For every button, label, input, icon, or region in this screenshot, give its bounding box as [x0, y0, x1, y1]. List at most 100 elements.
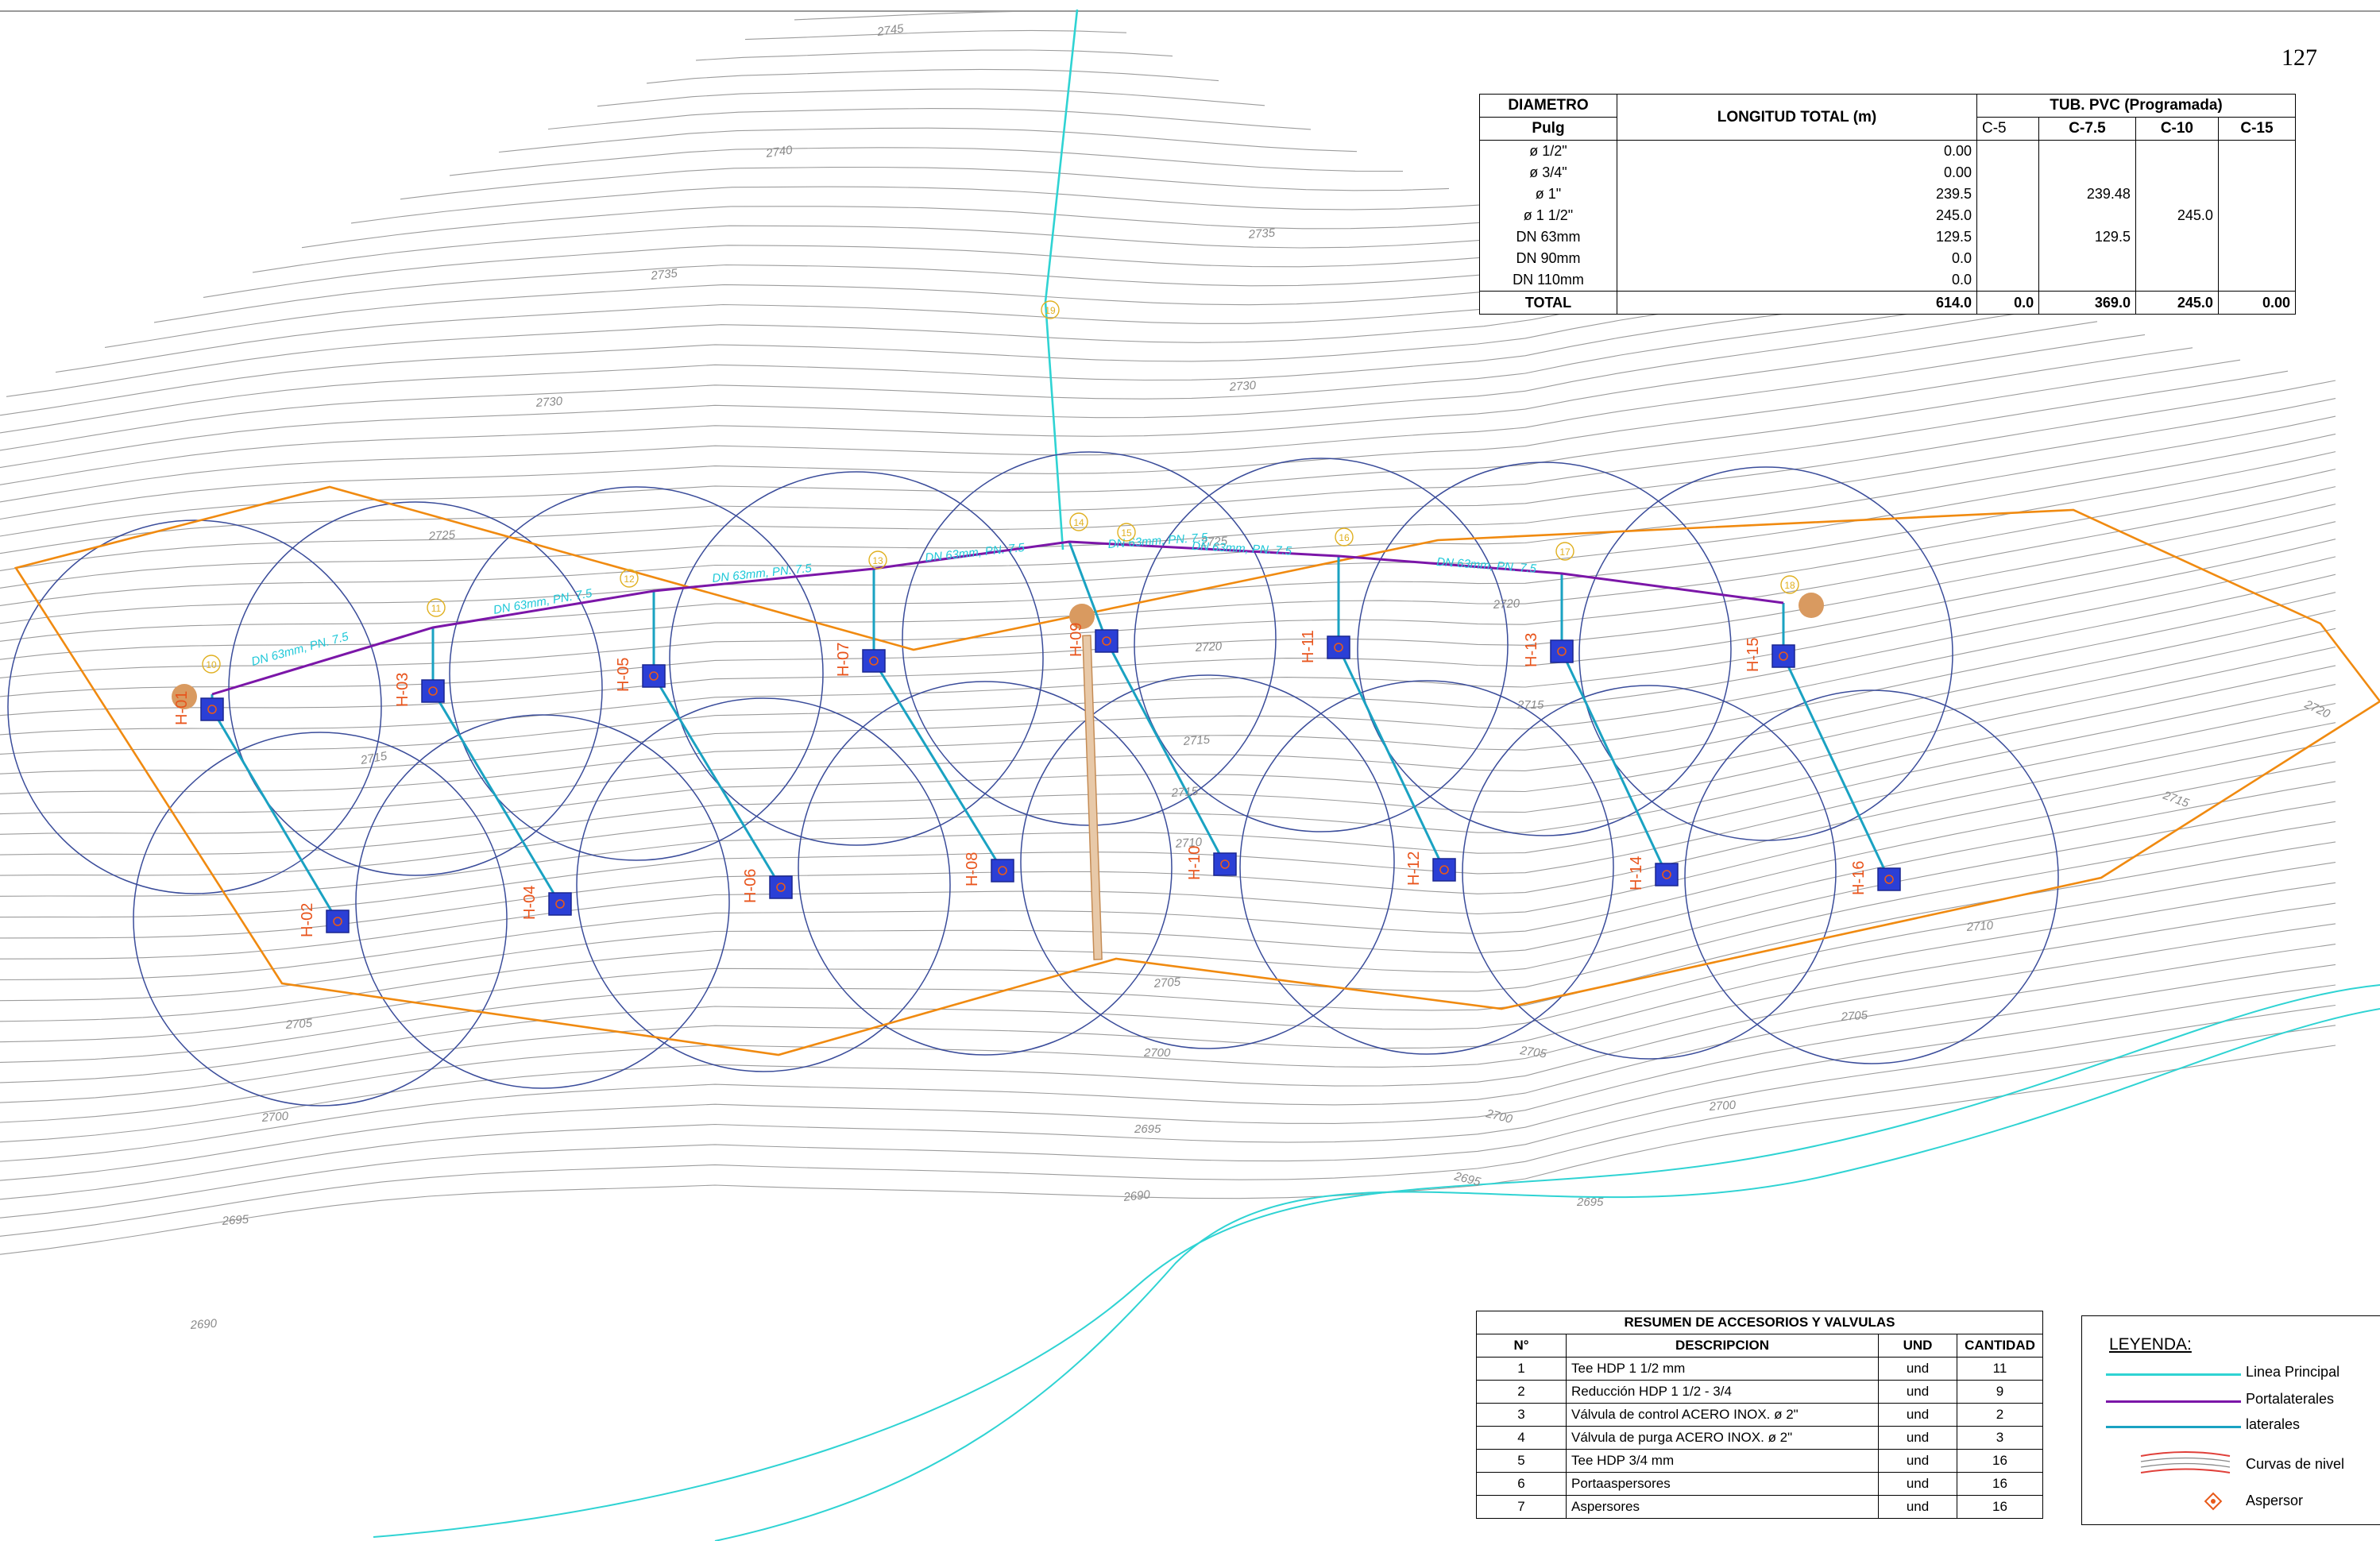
pipe-cell-len: 129.5 — [1617, 226, 1977, 248]
coverage-circle — [7, 519, 382, 894]
legend-swatch-main-line — [2106, 1373, 2241, 1376]
valve-node — [1069, 604, 1095, 629]
contour-line — [794, 10, 1081, 21]
hydrant-label: H-13 — [1523, 633, 1540, 667]
pipe-row: ø 3/4"0.00 — [1479, 162, 2297, 183]
pipe-cell-diam: ø 1" — [1479, 183, 1617, 205]
pipe-cell-c5 — [1976, 269, 2040, 292]
total-c10: 245.0 — [2135, 291, 2219, 315]
contour-line — [0, 1004, 2336, 1219]
hydrant-label: H-08 — [964, 852, 981, 886]
header-longitud: LONGITUD TOTAL (m) — [1617, 94, 1977, 141]
contour-label: 2700 — [1143, 1046, 1171, 1060]
hydrant-label: H-11 — [1300, 630, 1317, 663]
legend-item-aspersor: Aspersor — [2106, 1488, 2376, 1515]
contour-line — [0, 574, 2336, 774]
pipe-cell-c5 — [1976, 226, 2040, 248]
pipe-label: DN 63mm, PN. 7.5 — [250, 630, 351, 669]
contour-line — [0, 592, 2336, 794]
pipe-label: DN 63mm, PN. 7.5 — [1192, 539, 1292, 558]
pipe-cell-len: 0.00 — [1617, 140, 1977, 162]
coverage-circle — [669, 471, 1044, 846]
sprinkler-coverage-circles — [7, 451, 2059, 1107]
contour-label: 2695 — [221, 1213, 249, 1228]
valve-node — [172, 684, 197, 709]
node-number: 14 — [1073, 517, 1084, 528]
pipe-cell-c75 — [2038, 162, 2136, 183]
hydrant-label: H-07 — [835, 643, 852, 677]
coverage-circle — [1134, 458, 1509, 832]
accessory-cell-und: und — [1878, 1495, 1957, 1519]
hydrant-label: H-01 — [173, 691, 191, 725]
pipe-cell-c75: 129.5 — [2038, 226, 2136, 248]
accessory-cell-qty: 2 — [1957, 1403, 2043, 1427]
header-c15: C-15 — [2217, 117, 2297, 141]
contour-label: 2720 — [1492, 597, 1520, 612]
contour-line — [0, 1045, 2336, 1255]
header-diametro: DIAMETRO — [1479, 94, 1617, 118]
sprinkler-square — [421, 679, 445, 703]
total-c15: 0.00 — [2217, 291, 2297, 315]
contour-line — [0, 433, 2336, 624]
legend-item-main-line: Linea Principal — [2106, 1364, 2376, 1385]
node-number: 16 — [1339, 532, 1350, 543]
coverage-circle — [133, 732, 508, 1107]
lateral-pipe — [211, 709, 339, 922]
pipe-cell-diam: ø 1 1/2" — [1479, 205, 1617, 226]
contour-line — [0, 370, 2289, 554]
node-number-marker — [427, 598, 446, 617]
contour-line — [0, 781, 2336, 1002]
lateral-pipes — [211, 541, 1891, 922]
contour-line — [0, 359, 2241, 537]
contour-line — [0, 684, 2336, 897]
node-number-marker — [1780, 575, 1799, 594]
hydrant-label: H-09 — [1068, 623, 1085, 657]
accessory-cell-desc: Tee HDP 3/4 mm — [1566, 1449, 1879, 1473]
legend-box: LEYENDA: Linea Principal Portalaterales … — [2081, 1315, 2380, 1525]
sprinkler-icon — [1439, 865, 1449, 875]
pipe-row: ø 1/2"0.00 — [1479, 140, 2297, 162]
contour-line — [0, 380, 2336, 571]
legend-swatch-laterales — [2106, 1426, 2241, 1428]
contour-line — [0, 521, 2336, 716]
node-number: 11 — [431, 603, 442, 614]
pipe-cell-c75 — [2038, 269, 2136, 292]
pipe-cell-c75: 239.48 — [2038, 183, 2136, 205]
contour-line — [0, 902, 2336, 1123]
pipe-total-row: TOTAL 614.0 0.0 369.0 245.0 0.00 — [1479, 291, 2297, 315]
contour-label: 2720 — [2301, 697, 2332, 721]
accessory-cell-und: und — [1878, 1357, 1957, 1381]
accessory-cell-n: 3 — [1476, 1403, 1567, 1427]
contour-line — [400, 166, 1450, 200]
contour-line — [153, 237, 1728, 323]
contour-label: 2730 — [535, 395, 563, 410]
header-c5: C-5 — [1976, 117, 2040, 141]
legend-label: Linea Principal — [2246, 1364, 2340, 1380]
legend-label: laterales — [2246, 1416, 2301, 1432]
pipe-cell-c15 — [2217, 226, 2297, 248]
node-number: 18 — [1784, 580, 1795, 591]
contour-line — [0, 801, 2336, 1022]
pipe-cell-c75 — [2038, 248, 2136, 269]
sprinkler-square — [991, 859, 1014, 883]
pipe-cell-c15 — [2217, 269, 2297, 292]
main-valve-pipe — [1082, 635, 1103, 960]
contour-label: 2725 — [427, 528, 456, 543]
contour-line — [0, 539, 2336, 736]
node-number: 17 — [1559, 546, 1571, 558]
pipe-cell-len: 0.0 — [1617, 248, 1977, 269]
sprinkler-square — [1877, 867, 1901, 891]
contour-label: 2705 — [1153, 975, 1181, 991]
contour-line — [0, 415, 2336, 606]
contour-label: 2700 — [1484, 1107, 1514, 1126]
pipe-cell-len: 0.00 — [1617, 162, 1977, 183]
contour-label: 2705 — [1518, 1044, 1547, 1061]
lateral-pipe — [872, 660, 1004, 871]
contour-legend-icon — [2140, 1451, 2231, 1473]
